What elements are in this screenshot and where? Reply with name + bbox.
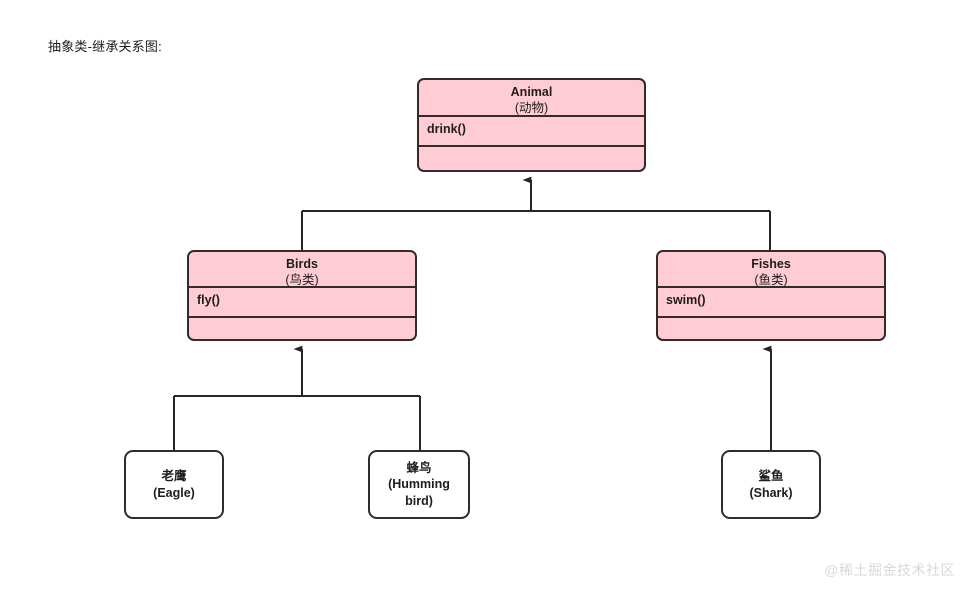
class-cnname-fishes: (鱼类) [754,273,788,287]
leaf-label-hummingbird: 蜂鸟 (Humming bird) [388,460,450,510]
class-extra-birds [189,318,415,339]
leaf-box-eagle[interactable]: 老鹰 (Eagle) [124,450,224,519]
class-header-animal: Animal (动物) [419,80,644,117]
class-extra-animal [419,147,644,170]
class-cnname-animal: (动物) [514,101,549,115]
leaf-enname-eagle: (Eagle) [153,485,195,500]
leaf-enname-hummingbird-line1: (Humming [388,477,450,492]
class-box-fishes[interactable]: Fishes (鱼类) swim() [656,250,886,341]
connector-animal-children [301,180,771,250]
leaf-cnname-hummingbird: 蜂鸟 [406,460,432,475]
class-cnname-birds: (鸟类) [285,273,319,287]
watermark: @稀土掘金技术社区 [824,562,955,578]
connector-birds-children [173,349,421,450]
class-extra-fishes [658,318,884,339]
class-method-birds-fly: fly() [189,288,415,318]
class-name-birds: Birds [286,257,318,271]
leaf-label-eagle: 老鹰 (Eagle) [153,468,195,501]
class-header-fishes: Fishes (鱼类) [658,252,884,288]
leaf-box-hummingbird[interactable]: 蜂鸟 (Humming bird) [368,450,470,519]
class-box-birds[interactable]: Birds (鸟类) fly() [187,250,417,341]
leaf-label-shark: 鲨鱼 (Shark) [749,468,792,501]
class-name-fishes: Fishes [751,257,791,271]
class-method-fishes-swim: swim() [658,288,884,318]
class-method-animal-drink: drink() [419,117,644,147]
leaf-cnname-shark: 鲨鱼 [758,469,784,483]
leaf-cnname-eagle: 老鹰 [161,469,187,483]
class-header-birds: Birds (鸟类) [189,252,415,288]
diagram-title: 抽象类-继承关系图: [48,39,162,54]
class-name-animal: Animal [510,85,553,99]
leaf-enname-shark: (Shark) [749,485,793,500]
class-box-animal[interactable]: Animal (动物) drink() [417,78,646,172]
leaf-enname-hummingbird-line2: bird) [405,493,433,508]
leaf-box-shark[interactable]: 鲨鱼 (Shark) [721,450,821,519]
